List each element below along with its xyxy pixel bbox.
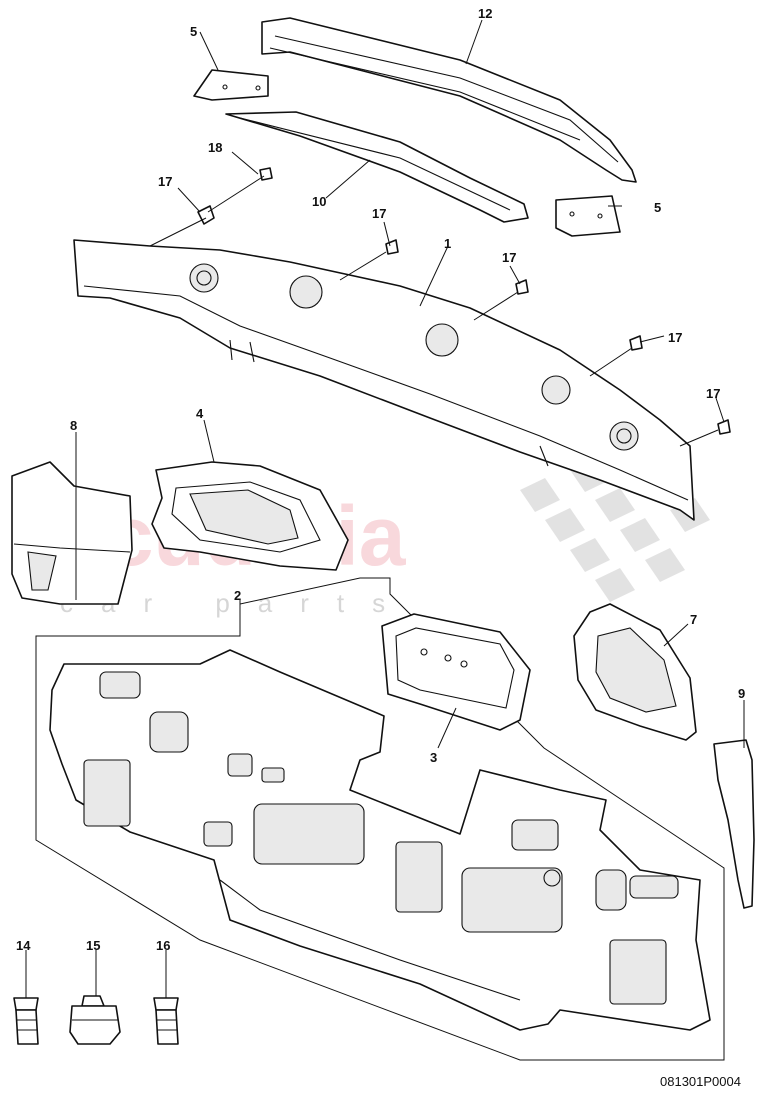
callout-9: 9 bbox=[738, 686, 745, 701]
callout-18: 18 bbox=[208, 140, 222, 155]
part-5-bracket-right bbox=[555, 195, 621, 237]
part-2-group bbox=[35, 577, 725, 1061]
callout-17-c: 17 bbox=[502, 250, 516, 265]
callout-labels: 12 5 5 18 17 10 17 1 17 17 17 4 8 2 7 9 … bbox=[16, 6, 745, 953]
part-15-grommet bbox=[69, 995, 121, 1045]
callout-12: 12 bbox=[478, 6, 492, 21]
part-16-plug bbox=[153, 997, 179, 1045]
part-18-screw bbox=[259, 167, 273, 181]
callout-1: 1 bbox=[444, 236, 451, 251]
callout-16: 16 bbox=[156, 938, 170, 953]
callout-15: 15 bbox=[86, 938, 100, 953]
part-8-panel bbox=[11, 461, 133, 605]
callout-8: 8 bbox=[70, 418, 77, 433]
diagram-reference-code: 081301P0004 bbox=[660, 1074, 741, 1089]
callout-2: 2 bbox=[234, 588, 241, 603]
callout-5-right: 5 bbox=[654, 200, 661, 215]
part-7-duct bbox=[573, 603, 697, 741]
callout-17-e: 17 bbox=[706, 386, 720, 401]
leader-lines bbox=[25, 19, 745, 998]
part-5-bracket-left bbox=[193, 69, 269, 101]
callout-17-a: 17 bbox=[158, 174, 172, 189]
part-10-strip bbox=[225, 111, 529, 223]
part-12-upper-rail bbox=[261, 17, 637, 183]
callout-4: 4 bbox=[196, 406, 204, 421]
part-4-duct bbox=[151, 461, 349, 571]
part-9-strip bbox=[713, 739, 755, 909]
callout-3: 3 bbox=[430, 750, 437, 765]
callout-17-b: 17 bbox=[372, 206, 386, 221]
callout-17-d: 17 bbox=[668, 330, 682, 345]
part-3-bracket bbox=[381, 613, 531, 731]
part-1-crossmember bbox=[73, 239, 695, 521]
callout-10: 10 bbox=[312, 194, 326, 209]
callout-7: 7 bbox=[690, 612, 697, 627]
callout-14: 14 bbox=[16, 938, 31, 953]
callout-5-left: 5 bbox=[190, 24, 197, 39]
part-14-plug bbox=[13, 997, 39, 1045]
